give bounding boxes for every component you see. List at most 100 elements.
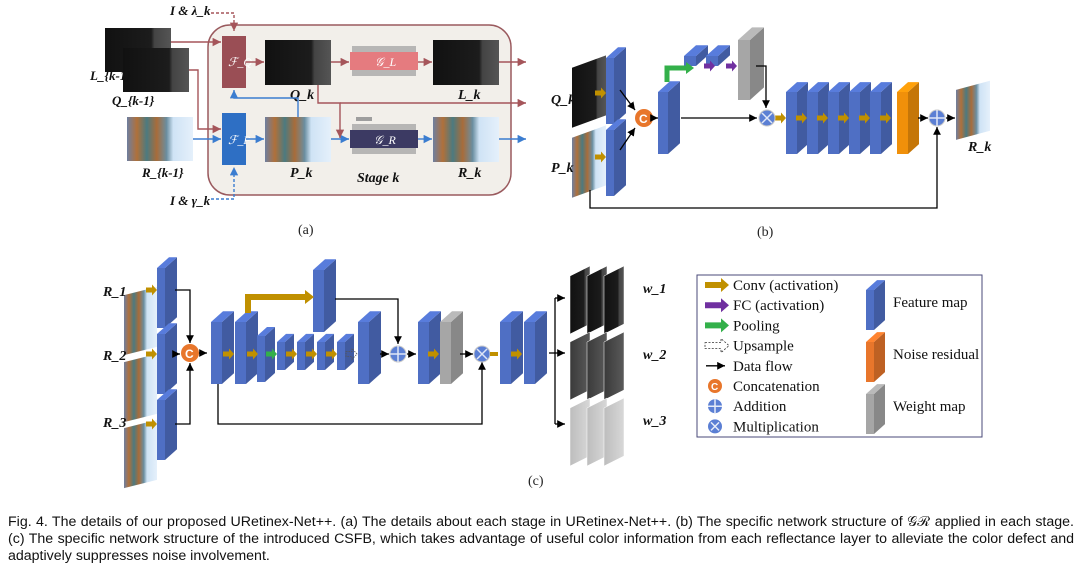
feature-map-block	[235, 311, 258, 384]
legend-label: Concatenation	[733, 379, 820, 395]
label-r2: R_2	[102, 349, 126, 364]
label-w1: w_1	[643, 282, 666, 297]
legend-block-item: Weight map	[866, 384, 966, 434]
conv-arrow-icon	[859, 112, 870, 124]
legend-block-item: Feature map	[866, 280, 968, 330]
upsample-arrow-icon	[345, 347, 358, 361]
legend-box	[696, 274, 983, 438]
legend-item: C Concatenation	[708, 379, 820, 395]
feature-map-block	[358, 311, 381, 384]
fc-arrow-icon	[704, 60, 715, 72]
label-pk-b: P_k	[551, 161, 574, 176]
upsample-arrow-icon	[704, 337, 730, 354]
add-node-c	[389, 345, 407, 363]
sublabel-b: (b)	[757, 225, 774, 240]
legend-label: Addition	[733, 399, 787, 415]
module-gl-label: 𝒢_L	[375, 55, 397, 69]
svg-text:C: C	[711, 382, 718, 393]
conv-arrow-icon	[286, 348, 297, 360]
feature-map-block	[157, 257, 177, 328]
conv-arrow-icon	[146, 418, 157, 430]
addition-icon	[708, 399, 722, 414]
feature-map-block	[606, 47, 626, 125]
panel-b-feature-maps	[595, 27, 919, 196]
image-r1	[124, 286, 157, 356]
label-i-gamma: I & γ_k	[169, 193, 211, 208]
conv-arrow-icon	[595, 87, 606, 99]
legend-item: Multiplication	[708, 419, 819, 435]
label-lk: L_k	[457, 88, 481, 103]
conv-arrow-icon	[146, 284, 157, 296]
module-fq	[222, 36, 246, 88]
feature-map-block	[157, 323, 177, 394]
module-fp-label: ℱ_P	[228, 133, 251, 147]
weight-maps	[569, 265, 625, 467]
concat-symbol-c: C	[185, 347, 194, 361]
fc-arrow-icon	[705, 298, 729, 313]
conv-arrow-icon	[775, 112, 786, 124]
feature-map-block	[418, 311, 441, 384]
conv-arrow-icon	[428, 348, 439, 360]
label-w2: w_2	[643, 348, 666, 363]
module-gr-label: 𝒢_R	[374, 133, 397, 147]
panel-c-feature-maps	[146, 257, 547, 460]
label-pk: P_k	[290, 166, 313, 181]
image-rk-b	[956, 80, 990, 140]
label-qk-b: Q_k	[551, 93, 575, 108]
feature-map-block	[313, 259, 336, 332]
image-pk-b	[572, 125, 606, 198]
feature-map-block	[706, 45, 730, 66]
label-i-lambda: I & λ_k	[169, 3, 211, 18]
conv-arrow-icon	[595, 151, 606, 163]
conv-arrow-icon	[817, 112, 828, 124]
concat-symbol-b: C	[639, 112, 648, 126]
weight-map-plane	[603, 397, 625, 467]
legend-label: Multiplication	[733, 419, 819, 435]
label-r1: R_1	[102, 285, 126, 300]
pooling-arrow-icon	[266, 348, 277, 360]
label-w3: w_3	[643, 414, 666, 429]
legend-item: Upsample	[704, 337, 794, 355]
label-r3: R_3	[102, 416, 126, 431]
feature-map-block	[500, 311, 523, 384]
module-fp	[222, 113, 246, 165]
conv-arrow-icon	[223, 348, 234, 360]
weight-map-plane	[603, 265, 625, 335]
sublabel-a: (a)	[298, 223, 314, 238]
concat-node-b	[635, 109, 653, 127]
legend-item: Pooling	[705, 318, 780, 334]
conv-arrow-icon	[326, 348, 337, 360]
legend-label: FC (activation)	[733, 298, 824, 314]
conv-arrow-icon	[880, 112, 891, 124]
legend-label: Feature map	[893, 295, 968, 311]
sublabel-c: (c)	[528, 474, 544, 489]
legend-item: Data flow	[706, 359, 793, 375]
conv-arrow-icon	[247, 348, 258, 360]
legend-label: Data flow	[733, 359, 793, 375]
module-fq-label: ℱ_Q	[228, 55, 252, 69]
legend-label: Pooling	[733, 318, 780, 334]
stage-label: Stage k	[357, 171, 399, 186]
concatenation-icon: C	[708, 379, 722, 393]
multiply-node-c	[473, 345, 491, 363]
weight-map-block	[440, 311, 463, 384]
conv-arrow-icon	[306, 348, 317, 360]
multiplication-icon	[708, 419, 722, 434]
conv-arrow-icon	[511, 348, 522, 360]
figure-canvas: L_{k-1} Q_{k-1} R_{k-1} I & λ_k I & γ_k …	[89, 3, 991, 489]
image-r2	[124, 353, 157, 423]
legend-item: Addition	[708, 399, 787, 415]
feature-map-block	[606, 119, 626, 196]
conv-arrow-icon	[146, 348, 157, 360]
legend-label: Upsample	[733, 339, 794, 355]
pooling-arrow-icon	[705, 318, 729, 333]
panel-c: R_1 R_2 R_3 C w_1 w_2 w_3	[102, 257, 666, 489]
image-r-prev	[127, 117, 193, 161]
image-qk	[265, 40, 331, 85]
module-gr	[350, 117, 418, 154]
feature-map-block	[524, 311, 547, 384]
feature-map-block	[337, 333, 354, 370]
legend-item: Conv (activation)	[705, 278, 838, 294]
weight-map-plane	[603, 331, 625, 401]
conv-arrow-icon	[838, 112, 849, 124]
